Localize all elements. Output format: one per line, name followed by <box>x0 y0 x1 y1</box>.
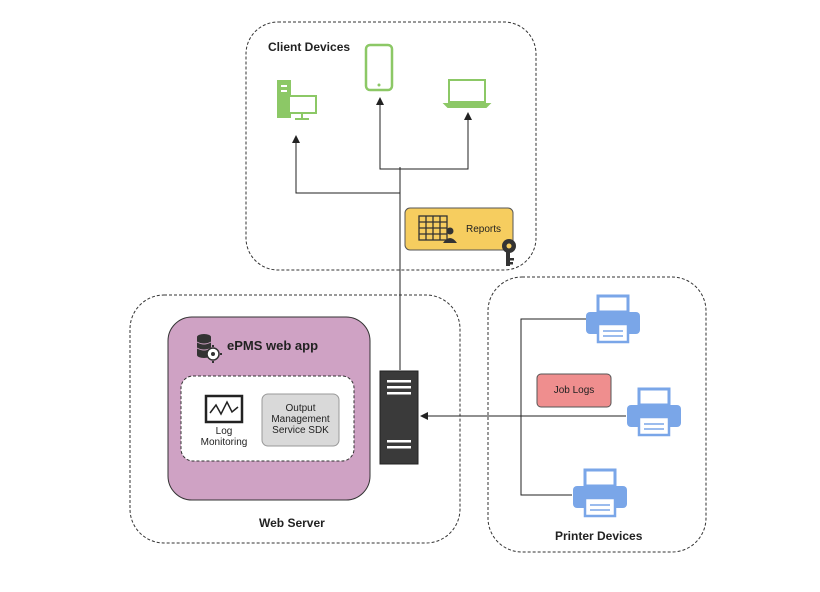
printer-connectors <box>420 318 626 496</box>
printer-devices-title: Printer Devices <box>555 529 643 543</box>
web-server-group <box>129 294 461 544</box>
client-connectors <box>292 97 472 370</box>
printer-icon <box>573 468 627 518</box>
printer-icon <box>586 294 640 344</box>
database-gear-icon <box>196 334 222 363</box>
sdk-label: Output Management Service SDK <box>271 403 330 436</box>
reports-label: Reports <box>466 224 502 235</box>
report-table-user-icon <box>418 215 457 243</box>
web-server-title: Web Server <box>259 516 325 530</box>
key-icon <box>502 239 516 266</box>
log-monitor-icon <box>204 394 244 424</box>
server-tower-icon <box>379 370 419 465</box>
client-devices-title: Client Devices <box>268 40 351 54</box>
tablet-icon <box>364 43 394 92</box>
desktop-computer-icon <box>277 80 317 120</box>
epms-app-title: ePMS web app <box>227 338 319 353</box>
job-logs-label: Job Logs <box>553 385 595 396</box>
client-devices-group <box>245 21 537 271</box>
printer-icon <box>627 387 681 437</box>
sdk-box <box>261 393 340 447</box>
log-monitoring-label: Log Monitoring <box>200 426 248 448</box>
printer-devices-group <box>487 276 707 553</box>
laptop-icon <box>442 79 492 108</box>
job-logs-box <box>536 373 612 408</box>
